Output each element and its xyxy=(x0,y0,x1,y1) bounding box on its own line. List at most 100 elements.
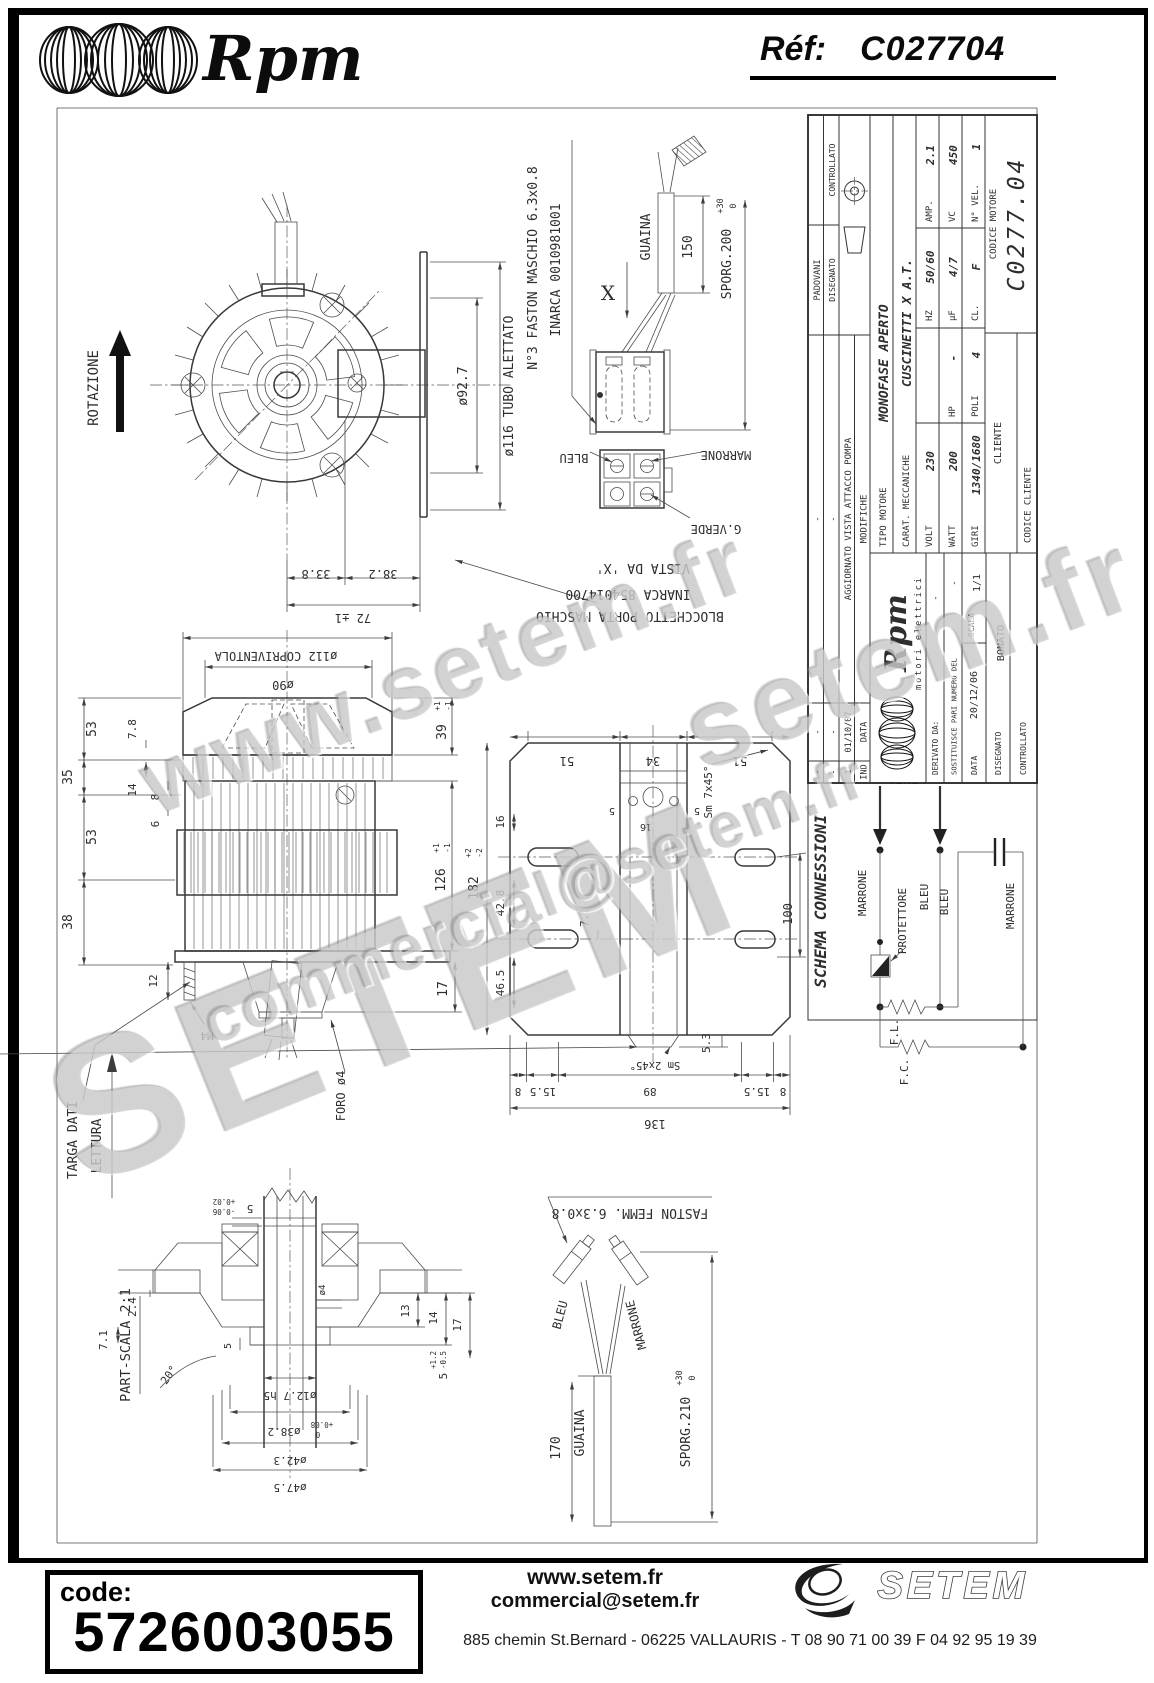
rev-note: AGGIORNATO VISTA ATTACCO POMPA xyxy=(844,437,854,600)
note: FORO ø4 xyxy=(334,1071,348,1122)
front-view: ROTAZIONE ø92.7 ø116 TUBO ALETTATO 33.8 … xyxy=(86,191,517,625)
dim: ø12.7 h5 xyxy=(264,1389,317,1402)
dim: 5 xyxy=(694,805,700,816)
dim: 5 xyxy=(223,1343,234,1349)
motor-code: C0277.04 xyxy=(1004,157,1030,292)
dim: 17 xyxy=(436,981,451,997)
note: N°3 FASTON MASCHIO 6.3x0.8 xyxy=(526,166,541,370)
dim: 16 xyxy=(494,815,507,828)
website-link[interactable]: www.setem.fr xyxy=(527,1566,663,1589)
field-value: - xyxy=(950,580,960,585)
dim-tol: +0.08 xyxy=(310,1420,333,1429)
field-label: CLIENTE xyxy=(993,422,1004,464)
rpm-coil-icon-small xyxy=(878,696,916,770)
note: BLOCCHETTO PORTA MASCHIO xyxy=(536,608,724,623)
dim-tol: +1.2 xyxy=(429,1351,438,1369)
field-label: POLI xyxy=(971,395,981,417)
dim: 7.8 xyxy=(126,719,139,739)
setem-swoosh-icon xyxy=(795,1563,855,1618)
field-label: CL. xyxy=(971,305,981,321)
field-value: MONOFASE APERTO xyxy=(877,304,892,423)
dim: 2.4 xyxy=(126,1297,139,1317)
dim: 100 xyxy=(781,903,795,925)
field-label: CARAT. MECCANICHE xyxy=(902,455,912,547)
dim: 53 xyxy=(85,721,100,737)
field-value: - xyxy=(947,355,960,362)
dim: ø116 TUBO ALETTATO xyxy=(502,315,517,456)
dim: 39 xyxy=(435,724,450,740)
wire-label: BLEU xyxy=(918,884,931,911)
dim: 136 xyxy=(644,1117,666,1131)
schema-connessioni: SCHEMA CONNESSIONI LINEA MARRONE BLEU PR… xyxy=(807,770,1038,1085)
field-label: VC xyxy=(948,211,958,222)
field-label: GIRI xyxy=(971,525,981,547)
field-value: F xyxy=(970,263,983,270)
dim: 38.2 xyxy=(369,567,398,581)
field-label: CONTROLLATO xyxy=(1019,722,1028,775)
ref-value: C027704 xyxy=(860,30,1006,68)
field-value: 4 xyxy=(970,351,983,358)
wire-label: G.VERDE xyxy=(691,522,742,536)
dim: 15.5 xyxy=(744,1085,771,1098)
field-value: 50/60 xyxy=(924,250,937,283)
guaina-label: GUAINA xyxy=(573,1409,588,1456)
dim-tol: +1 xyxy=(432,843,441,853)
dim: 38 xyxy=(61,914,76,930)
dim: 14 xyxy=(427,1311,440,1325)
brand-text: Rpm xyxy=(201,22,363,95)
title-block: - - - - - - 1 01/10/07 AGGIORNATO VISTA … xyxy=(807,114,1038,784)
rev-header: MODIFICHE xyxy=(860,495,870,544)
detail-title: FASTON FEMM. 6.3x0.8 xyxy=(552,1205,709,1220)
dim-tol: 0 xyxy=(315,1430,320,1439)
code-label: code: xyxy=(60,1577,133,1607)
note: LETTURA xyxy=(90,1118,105,1173)
ref-label: Réf: xyxy=(760,30,827,68)
wire-label: MARRONE xyxy=(701,448,752,462)
dim: ø90 xyxy=(272,678,294,692)
wire-label: MARRONE xyxy=(856,870,869,916)
note: INARCA 854014700 xyxy=(565,586,690,601)
dim: 5 xyxy=(247,1202,254,1215)
dim: 12 xyxy=(147,974,160,987)
tb-brand: Rpm xyxy=(879,594,914,673)
dim: ø47.5 xyxy=(273,1481,306,1494)
cable-view: N°3 FASTON MASCHIO 6.3x0.8 INARCA 001098… xyxy=(526,135,751,435)
field-label: µF xyxy=(948,310,958,321)
field-value: 230 xyxy=(924,451,937,472)
dim: 72 ±1 xyxy=(335,611,371,625)
dim-tol: -0.5 xyxy=(439,1351,448,1369)
dim: Sm 2x45° xyxy=(630,1059,681,1071)
component-label: F.L. xyxy=(888,1019,901,1046)
dim: ø4 xyxy=(318,1285,328,1296)
dim: 5 xyxy=(437,1373,450,1380)
dim: 42.8 xyxy=(494,890,507,917)
dim: ø42.3 xyxy=(273,1454,306,1467)
field-value: 450 xyxy=(947,145,960,165)
field-label: AMP. xyxy=(925,200,935,222)
rev-date: 01/10/07 xyxy=(844,712,854,753)
tb-brand-sub: motori elettrici xyxy=(914,576,924,690)
dim: 8 xyxy=(149,794,162,801)
rotation-arrow-icon xyxy=(109,330,131,432)
rev-cell: - xyxy=(813,729,823,734)
dim: 35 xyxy=(61,769,76,785)
dim: 8 xyxy=(780,1085,787,1098)
reference-number: Réf: C027704 xyxy=(750,30,1056,80)
faston-view: FASTON FEMM. 6.3x0.8 BLEU MARRONE GUAINA xyxy=(547,1196,718,1527)
email-link[interactable]: commercial@setem.fr xyxy=(490,1590,700,1612)
rev-cell: - xyxy=(829,516,839,521)
dim: 7.1 xyxy=(97,1330,110,1350)
dim-tol: -1 xyxy=(443,843,452,853)
rpm-logo: Rpm xyxy=(39,22,363,97)
plate-view: 51 34 51 Sm 7x45° 5 5 16 7.2 5.3 Sm 2x45… xyxy=(0,725,807,1131)
dim-tol: +2 xyxy=(464,848,473,858)
screw-icon xyxy=(180,292,345,478)
field-label: CODICE CLIENTE xyxy=(1024,467,1034,543)
field-value: 1 xyxy=(970,144,983,151)
capacitor-icon xyxy=(993,838,1006,866)
dim: 20° xyxy=(158,1363,180,1387)
field-value: 200 xyxy=(947,451,960,472)
dim-tol: -1 xyxy=(444,701,453,711)
